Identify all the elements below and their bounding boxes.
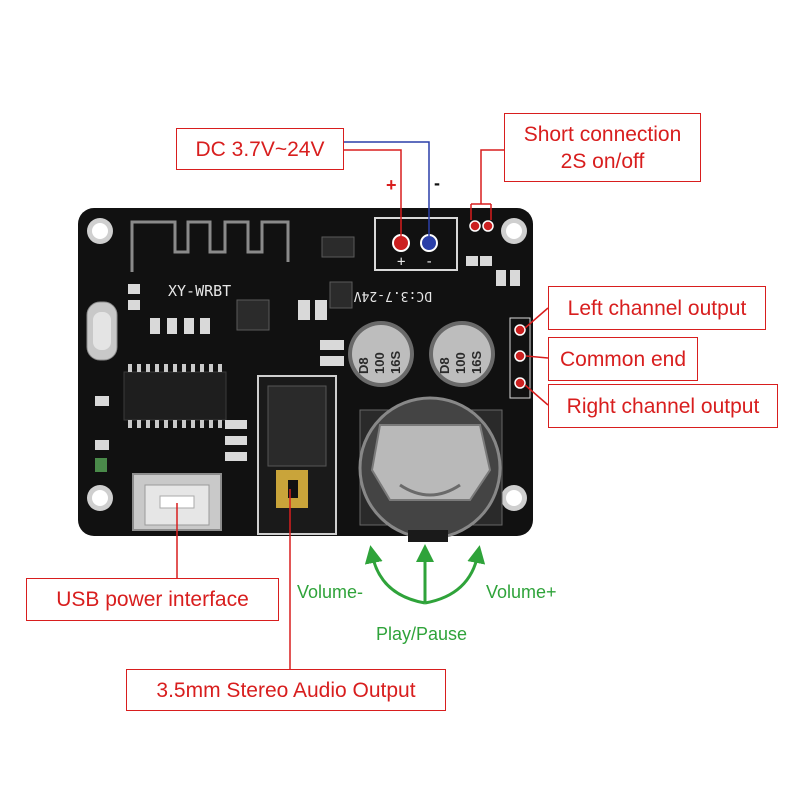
pcb-board: XY-WRBT DC:3.7-24V <box>78 208 533 542</box>
audio-output-pads <box>509 317 531 399</box>
callout-usb-power: USB power interface <box>26 578 279 621</box>
terminal-minus-silk: - <box>425 254 433 270</box>
callout-left-channel: Left channel output <box>548 286 766 330</box>
capacitor-left-mark-1: D8 <box>356 357 371 374</box>
polarity-plus: + <box>386 175 397 195</box>
board-voltage-silk: DC:3.7-24V <box>354 288 432 303</box>
left-channel-pad <box>514 324 526 336</box>
mounting-hole <box>87 218 113 244</box>
label-play-pause: Play/Pause <box>376 624 468 644</box>
arrow-volume-plus <box>424 545 486 605</box>
power-pad-negative <box>420 234 438 252</box>
mounting-hole <box>87 485 113 511</box>
callout-short-connection-line1: Short connection <box>523 122 682 146</box>
callout-short-connection: Short connection 2S on/off <box>504 113 701 182</box>
audio-jack <box>257 375 337 535</box>
capacitor-left-mark-3: 16S <box>388 351 403 374</box>
callout-audio-output: 3.5mm Stereo Audio Output <box>126 669 446 711</box>
polarity-minus: - <box>434 173 440 193</box>
smd-components <box>95 236 520 472</box>
callout-dc-input: DC 3.7V~24V <box>176 128 344 170</box>
callout-right-channel: Right channel output <box>548 384 778 428</box>
mounting-hole <box>501 485 527 511</box>
power-pad-positive <box>392 234 410 252</box>
control-arrows <box>364 544 486 605</box>
capacitor-left-mark-2: 100 <box>372 352 387 374</box>
bluetooth-chip <box>123 364 227 428</box>
label-volume-plus: Volume+ <box>486 582 557 602</box>
leader-lines <box>176 141 549 670</box>
capacitor-right-mark-3: 16S <box>469 351 484 374</box>
callout-common-end: Common end <box>548 337 698 381</box>
antenna-trace <box>130 220 290 272</box>
right-channel-pad <box>514 377 526 389</box>
mounting-hole <box>501 218 527 244</box>
rotary-encoder <box>358 396 503 542</box>
capacitor-left: D8 100 16S <box>348 321 414 387</box>
capacitor-right-mark-1: D8 <box>437 357 452 374</box>
terminal-plus-silk: + <box>397 254 405 270</box>
capacitor-right: D8 100 16S <box>429 321 495 387</box>
arrow-volume-minus <box>364 545 426 605</box>
callout-short-connection-line2: 2S on/off <box>560 149 645 173</box>
crystal-oscillator <box>86 301 118 361</box>
power-terminal: + - <box>374 217 458 271</box>
label-volume-minus: Volume- <box>297 582 364 602</box>
short-connection-pads <box>469 220 494 232</box>
board-model-silk: XY-WRBT <box>168 282 231 300</box>
capacitor-right-mark-2: 100 <box>453 352 468 374</box>
common-end-pad <box>514 350 526 362</box>
